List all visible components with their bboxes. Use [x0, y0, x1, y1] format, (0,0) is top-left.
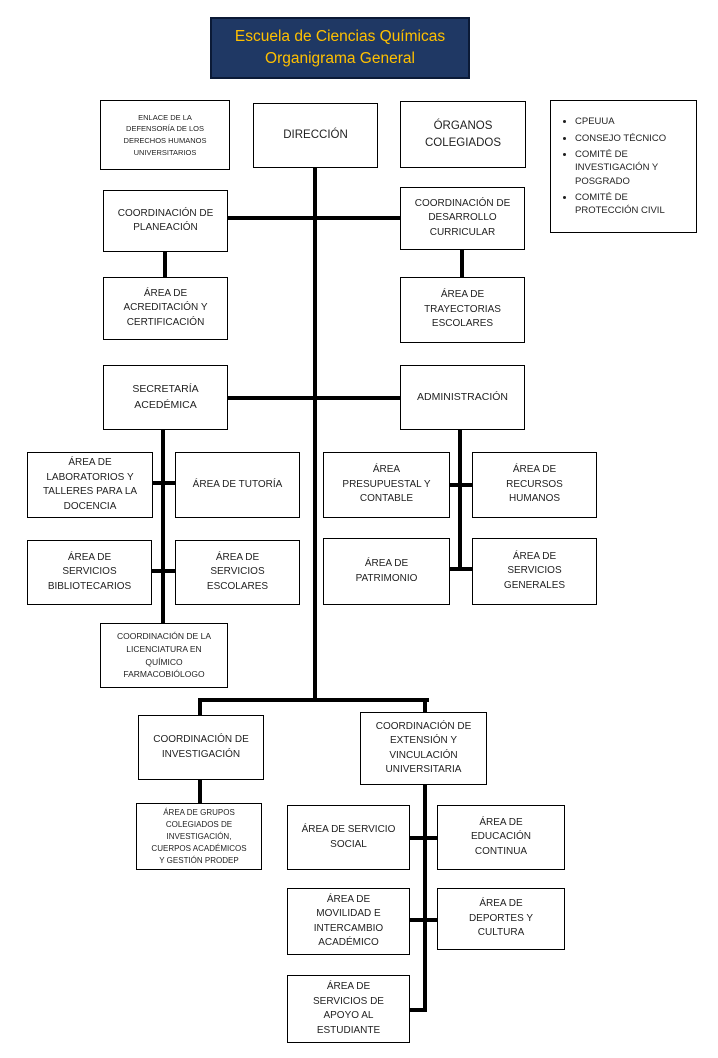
list-item: CPEUUA	[575, 115, 692, 128]
node-area-movilidad-intercambio: ÁREA DE MOVILIDAD E INTERCAMBIO ACADÉMIC…	[287, 888, 410, 955]
connector-planeacion-acreditacion	[163, 252, 167, 277]
node-area-acreditacion-certificacion: ÁREA DE ACREDITACIÓN Y CERTIFICACIÓN	[103, 277, 228, 340]
node-area-servicios-generales: ÁREA DE SERVICIOS GENERALES	[472, 538, 597, 605]
connector-administracion-down	[458, 430, 462, 571]
node-coordinacion-investigacion: COORDINACIÓN DE INVESTIGACIÓN	[138, 715, 264, 780]
connector-secretaria-administracion	[228, 396, 400, 400]
connector-patrimonio-generales	[448, 567, 474, 571]
connector-extension-down	[423, 785, 427, 1012]
node-coordinacion-extension-vinculacion: COORDINACIÓN DE EXTENSIÓN Y VINCULACIÓN …	[360, 712, 487, 785]
list-item: COMITÉ DE PROTECCIÓN CIVIL	[575, 191, 692, 218]
page-title: Escuela de Ciencias Químicas Organigrama…	[210, 17, 470, 79]
list-item: COMITÉ DE INVESTIGACIÓN Y POSGRADO	[575, 148, 692, 188]
node-coordinacion-licenciatura-qfb: COORDINACIÓN DE LA LICENCIATURA EN QUÍMI…	[100, 623, 228, 688]
list-item: CONSEJO TÉCNICO	[575, 132, 692, 145]
node-direccion: DIRECCIÓN	[253, 103, 378, 168]
node-area-deportes-cultura: ÁREA DE DEPORTES Y CULTURA	[437, 888, 565, 950]
node-area-educacion-continua: ÁREA DE EDUCACIÓN CONTINUA	[437, 805, 565, 870]
connector-bibliotecarios-escolares	[150, 569, 178, 573]
connector-branch-investigacion	[198, 698, 202, 715]
node-organos-colegiados: ÓRGANOS COLEGIADOS	[400, 101, 526, 168]
node-administracion: ADMINISTRACIÓN	[400, 365, 525, 430]
connector-movilidad-deportes	[408, 918, 439, 922]
node-area-servicios-escolares: ÁREA DE SERVICIOS ESCOLARES	[175, 540, 300, 605]
node-enlace-defensoria: ENLACE DE LA DEFENSORÍA DE LOS DERECHOS …	[100, 100, 230, 170]
node-area-servicios-bibliotecarios: ÁREA DE SERVICIOS BIBLIOTECARIOS	[27, 540, 152, 605]
connector-investigacion-grupos	[198, 780, 202, 803]
node-coordinacion-desarrollo-curricular: COORDINACIÓN DE DESARROLLO CURRICULAR	[400, 187, 525, 250]
node-area-grupos-colegiados: ÁREA DE GRUPOS COLEGIADOS DE INVESTIGACI…	[136, 803, 262, 870]
connector-branch-horizontal	[198, 698, 429, 702]
node-area-laboratorios-talleres: ÁREA DE LABORATORIOS Y TALLERES PARA LA …	[27, 452, 153, 518]
node-area-presupuestal-contable: ÁREA PRESUPUESTAL Y CONTABLE	[323, 452, 450, 518]
connector-social-educacion	[408, 836, 439, 840]
node-area-patrimonio: ÁREA DE PATRIMONIO	[323, 538, 450, 605]
node-area-trayectorias-escolares: ÁREA DE TRAYECTORIAS ESCOLARES	[400, 277, 525, 343]
node-secretaria-academica: SECRETARÍA ACEDÉMICA	[103, 365, 228, 430]
organos-colegiados-items: CPEUUA CONSEJO TÉCNICO COMITÉ DE INVESTI…	[551, 112, 696, 220]
connector-laboratorios-tutoria	[150, 481, 178, 485]
connector-secretaria-down	[161, 430, 165, 623]
connector-branch-extension	[423, 698, 427, 712]
node-coordinacion-planeacion: COORDINACIÓN DE PLANEACIÓN	[103, 190, 228, 252]
node-area-servicio-social: ÁREA DE SERVICIO SOCIAL	[287, 805, 410, 870]
connector-direccion-trunk	[313, 168, 317, 702]
connector-apoyo-elbow	[408, 1008, 427, 1012]
node-area-apoyo-estudiante: ÁREA DE SERVICIOS DE APOYO AL ESTUDIANTE	[287, 975, 410, 1043]
page-title-line2: Organigrama General	[265, 50, 415, 67]
connector-planeacion-curricular	[228, 216, 400, 220]
organos-colegiados-list: CPEUUA CONSEJO TÉCNICO COMITÉ DE INVESTI…	[550, 100, 697, 233]
connector-presupuestal-recursos	[448, 483, 474, 487]
node-area-recursos-humanos: ÁREA DE RECURSOS HUMANOS	[472, 452, 597, 518]
node-area-tutoria: ÁREA DE TUTORÍA	[175, 452, 300, 518]
page-title-line1: Escuela de Ciencias Químicas	[234, 27, 446, 45]
connector-curricular-trayectorias	[460, 250, 464, 277]
